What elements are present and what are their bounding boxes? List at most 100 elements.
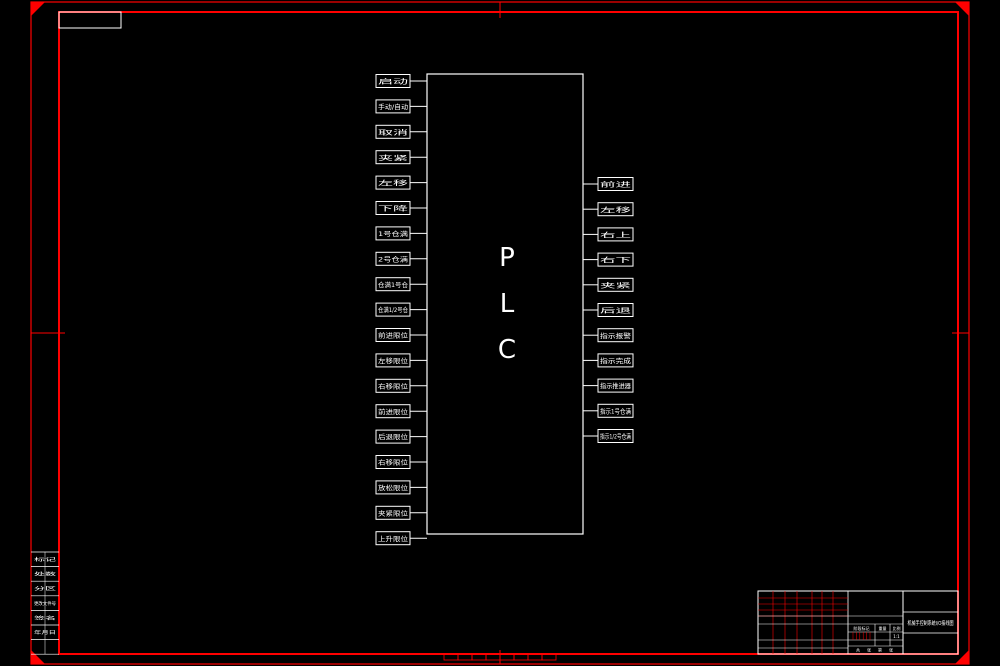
plc-input: 下降 <box>375 201 427 215</box>
input-label: 1号仓满 <box>378 229 409 238</box>
input-label: 右移限位 <box>378 381 409 390</box>
plc-output: 后退 <box>583 303 634 317</box>
plc-input: 右移限位 <box>375 378 427 393</box>
plc-letter: P <box>499 243 515 273</box>
input-label: 后退限位 <box>378 432 409 441</box>
title-block-label: 阶段标记 <box>854 625 870 631</box>
output-label: 指示1号仓满 <box>600 406 631 415</box>
plc-input: 取消 <box>375 124 427 139</box>
drawing-title: 机械手控制系统I/O接线图 <box>908 619 954 627</box>
input-label: 取消 <box>378 127 409 136</box>
plc-input: 左移限位 <box>375 353 427 368</box>
output-box <box>597 403 634 418</box>
plc-input: 上升限位 <box>375 531 427 546</box>
revision-label: 年月日 <box>34 629 56 636</box>
output-box <box>597 227 634 242</box>
output-box <box>597 177 634 191</box>
plc-output: 指示报警 <box>583 328 634 343</box>
input-label: 仓满1/2号仓 <box>378 305 408 314</box>
input-label: 手动/自动 <box>378 102 409 111</box>
revision-label: 分区 <box>34 585 57 592</box>
output-label: 后退 <box>600 306 632 315</box>
output-box <box>597 328 634 343</box>
input-label: 右移限位 <box>378 458 409 467</box>
plc-letter: C <box>498 335 516 365</box>
plc-input: 夹紧限位 <box>375 505 427 520</box>
input-label: 前进限位 <box>378 331 409 340</box>
input-label: 左移限位 <box>378 356 409 365</box>
output-label: 指示报警 <box>600 331 632 340</box>
output-label: 指示1/2号仓满 <box>600 432 631 441</box>
sheet-label: 张 <box>867 647 871 653</box>
sheet-label: 共 <box>856 647 860 653</box>
corner-mark <box>955 2 969 16</box>
output-label: 指示完成 <box>600 356 632 365</box>
corner-mark <box>31 2 45 16</box>
plc-output: 指示推进器 <box>583 378 634 393</box>
sheet-label: 张 <box>889 647 893 653</box>
plc-input-list: 启动手动/自动取消夹紧左移下降1号仓满2号仓满仓满1号仓仓满1/2号仓前进限位左… <box>375 74 427 546</box>
plc-input: 前进限位 <box>375 404 427 419</box>
input-label: 启动 <box>378 77 409 86</box>
inner-border <box>58 11 959 655</box>
plc-box <box>426 73 584 535</box>
plc-input: 2号仓满 <box>375 251 427 266</box>
scale-value: 1:1 <box>893 634 900 639</box>
output-label: 右下 <box>600 255 632 264</box>
plc-output: 左移 <box>583 202 634 217</box>
title-block-frame <box>757 590 959 655</box>
output-label: 前进 <box>600 180 632 189</box>
output-box <box>597 252 634 267</box>
plc-letter: L <box>500 289 515 319</box>
plc-output: 右上 <box>583 227 634 242</box>
title-block-label: 比例 <box>893 625 901 631</box>
corner-mark <box>31 650 45 664</box>
plc-output: 右下 <box>583 252 634 267</box>
revision-label: 处数 <box>34 571 57 578</box>
plc-output: 前进 <box>583 177 634 191</box>
plc-output: 指示完成 <box>583 353 634 368</box>
output-box <box>597 277 634 292</box>
plc-input: 启动 <box>375 74 427 88</box>
plc-input: 左移 <box>375 175 427 190</box>
output-box <box>597 429 634 443</box>
sheet-label: 第 <box>878 647 882 653</box>
outer-border <box>30 1 970 665</box>
input-label: 仓满1号仓 <box>378 280 408 289</box>
revision-label: 更改文件号 <box>34 600 56 607</box>
input-label: 下降 <box>378 204 409 213</box>
revision-label: 签名 <box>34 614 56 621</box>
plc-block: PLC <box>426 73 584 535</box>
plc-output: 指示1号仓满 <box>583 403 634 418</box>
output-label: 右上 <box>600 230 632 239</box>
drawing-frame <box>30 1 970 665</box>
output-box <box>597 353 634 368</box>
bottom-scale-cell <box>541 653 557 661</box>
output-label: 指示推进器 <box>600 381 631 390</box>
plc-output: 指示1/2号仓满 <box>583 429 634 443</box>
output-box <box>597 378 634 393</box>
output-box <box>597 303 634 317</box>
title-block-label: 重量 <box>879 625 887 631</box>
output-box <box>597 202 634 217</box>
input-label: 2号仓满 <box>378 254 409 263</box>
plc-output: 夹紧 <box>583 277 634 292</box>
plc-input: 1号仓满 <box>375 226 427 241</box>
plc-input: 仓满1号仓 <box>375 277 427 292</box>
corner-mark <box>955 650 969 664</box>
plc-input: 前进限位 <box>375 328 427 342</box>
output-label: 夹紧 <box>600 280 632 289</box>
plc-input: 后退限位 <box>375 429 427 444</box>
drawing-number-box <box>58 11 122 29</box>
output-label: 左移 <box>600 205 632 214</box>
plc-input: 仓满1/2号仓 <box>375 302 427 317</box>
plc-input: 放松限位 <box>375 480 427 495</box>
title-block: 机械手控制系统I/O接线图阶段标记 重量比例 1:1 共 张 第 张 <box>757 590 959 655</box>
plc-input: 右移限位 <box>375 455 427 469</box>
input-label: 放松限位 <box>378 483 409 492</box>
input-label: 夹紧限位 <box>378 508 409 517</box>
input-label: 夹紧 <box>378 153 409 162</box>
